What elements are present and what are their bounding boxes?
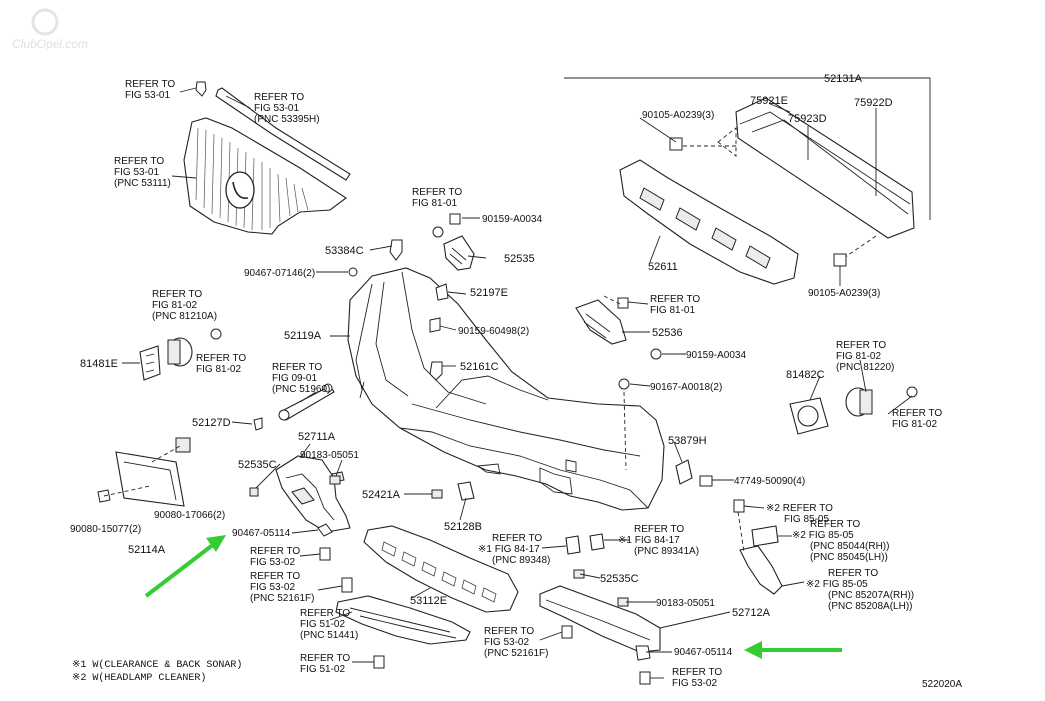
footnote-1: ※1 W(CLEARANCE & BACK SONAR)	[72, 659, 242, 671]
under-cover	[335, 595, 471, 645]
callout-fig8417-a[interactable]: REFER TO※1 FIG 84-17(PNC 89348)	[478, 533, 550, 566]
part-52127D[interactable]: 52127D	[192, 417, 231, 429]
callout-fig8505-c[interactable]: REFER TO※2 FIG 85-05(PNC 85207A(RH))(PNC…	[806, 568, 914, 612]
part-90467-05114-a[interactable]: 90467-05114	[232, 528, 291, 539]
callout-fig8505-b[interactable]: REFER TO※2 FIG 85-05(PNC 85044(RH))(PNC …	[792, 519, 889, 563]
license-bracket	[97, 437, 191, 507]
lower-spoiler-left	[275, 455, 351, 533]
part-53112E[interactable]: 53112E	[410, 595, 447, 607]
bumper-cover	[347, 267, 665, 511]
part-90159-A0034-a[interactable]: 90159-A0034	[482, 214, 542, 225]
part-75923D[interactable]: 75923D	[788, 113, 827, 125]
part-90467-07146[interactable]: 90467-07146(2)	[244, 268, 315, 279]
callout-fig8417-b[interactable]: REFER TO※1 FIG 84-17(PNC 89341A)	[618, 524, 699, 557]
part-52197E[interactable]: 52197E	[470, 287, 508, 299]
part-53384C[interactable]: 53384C	[325, 245, 364, 257]
part-52421A[interactable]: 52421A	[362, 489, 401, 501]
part-81482C[interactable]: 81482C	[786, 369, 825, 381]
highlight-arrow-right	[744, 641, 842, 659]
part-90467-05114-b[interactable]: 90467-05114	[674, 647, 733, 658]
right-brackets	[539, 295, 918, 685]
part-75922D[interactable]: 75922D	[854, 97, 893, 109]
part-90105-A0239-a[interactable]: 90105-A0239(3)	[642, 110, 714, 121]
footnotes: ※1 W(CLEARANCE & BACK SONAR) ※2 W(HEADLA…	[72, 659, 242, 684]
highlight-arrow-left	[144, 535, 226, 598]
leader-lines	[122, 77, 931, 679]
grille-assembly	[183, 81, 351, 235]
small-parts-left	[249, 213, 475, 669]
part-75921E[interactable]: 75921E	[750, 95, 788, 107]
part-52611[interactable]: 52611	[648, 261, 678, 273]
part-52535C-b[interactable]: 52535C	[600, 573, 639, 585]
part-52536[interactable]: 52536	[652, 327, 683, 339]
part-52128B[interactable]: 52128B	[444, 521, 482, 533]
lower-grille	[363, 525, 519, 613]
watermark: ClubOpel.com	[12, 8, 88, 51]
bumper-reinforcement	[619, 97, 915, 285]
svg-text:ClubOpel.com: ClubOpel.com	[12, 37, 88, 51]
part-90183-05051-b[interactable]: 90183-05051	[656, 598, 715, 609]
part-52535C-a[interactable]: 52535C	[238, 459, 277, 471]
part-90159-60498[interactable]: 90159-60498(2)	[458, 326, 529, 337]
part-47749-50090[interactable]: 47749-50090(4)	[734, 476, 805, 487]
part-90080-15077[interactable]: 90080-15077(2)	[70, 524, 141, 535]
part-52535[interactable]: 52535	[504, 253, 535, 265]
part-52114A[interactable]: 52114A	[128, 544, 166, 556]
part-90183-05051-a[interactable]: 90183-05051	[300, 450, 359, 461]
diagram-code: 522020A	[922, 679, 962, 690]
part-90167-A0018[interactable]: 90167-A0018(2)	[650, 382, 722, 393]
part-52711A[interactable]: 52711A	[298, 431, 336, 443]
part-90105-A0239-b[interactable]: 90105-A0239(3)	[808, 288, 880, 299]
part-90080-17066[interactable]: 90080-17066(2)	[154, 510, 225, 521]
footnote-2: ※2 W(HEADLAMP CLEANER)	[72, 672, 206, 684]
part-52119A[interactable]: 52119A	[284, 330, 322, 342]
part-52161C[interactable]: 52161C	[460, 361, 499, 373]
fog-lamp-left	[139, 328, 222, 381]
part-52131A[interactable]: 52131A	[824, 73, 863, 85]
part-53879H[interactable]: 53879H	[668, 435, 707, 447]
part-81481E[interactable]: 81481E	[80, 358, 118, 370]
part-90159-A0034-b[interactable]: 90159-A0034	[686, 350, 746, 361]
part-52712A[interactable]: 52712A	[732, 607, 771, 619]
